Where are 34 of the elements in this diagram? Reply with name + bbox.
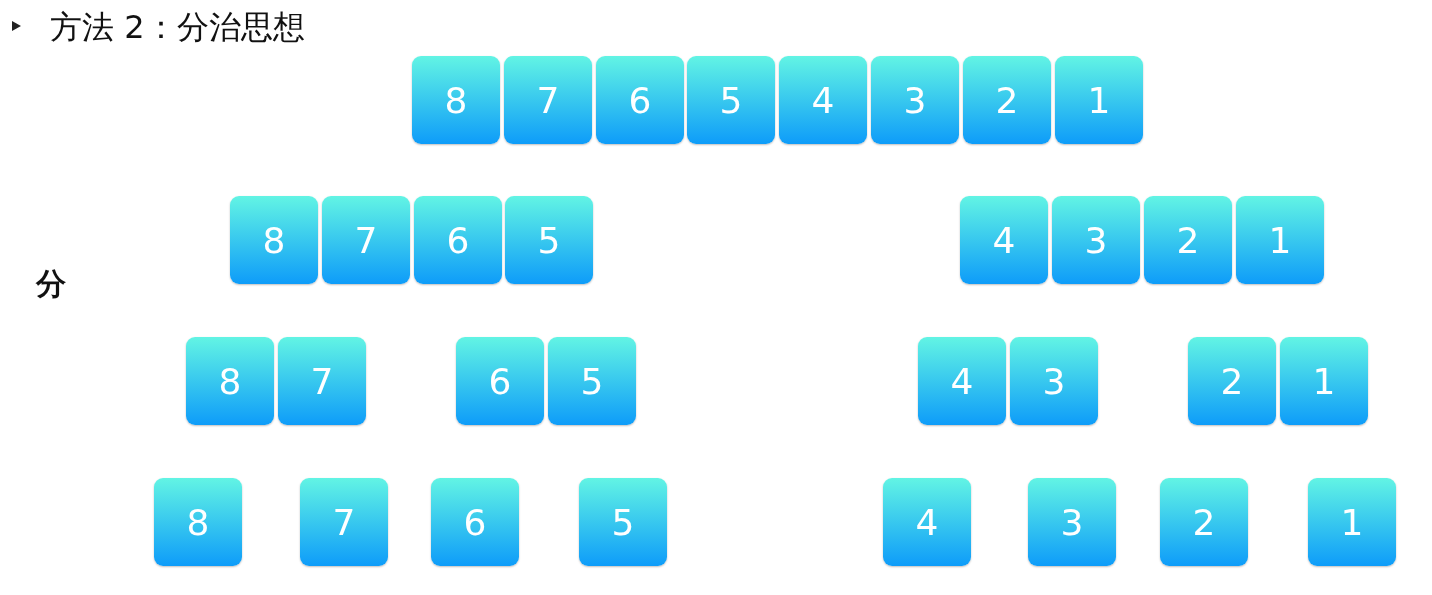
number-tile: 2 (1144, 196, 1232, 284)
number-tile: 4 (960, 196, 1048, 284)
number-tile: 7 (300, 478, 388, 566)
number-tile: 6 (456, 337, 544, 425)
number-tile: 5 (579, 478, 667, 566)
number-tile: 2 (1188, 337, 1276, 425)
title: 方法 2：分治思想 (50, 7, 305, 48)
number-tile: 6 (414, 196, 502, 284)
number-tile: 5 (687, 56, 775, 144)
number-tile: 8 (412, 56, 500, 144)
number-tile: 1 (1055, 56, 1143, 144)
number-tile: 8 (186, 337, 274, 425)
number-tile: 4 (883, 478, 971, 566)
number-tile: 7 (278, 337, 366, 425)
number-tile: 1 (1236, 196, 1324, 284)
side-label: 分 (36, 265, 66, 303)
number-tile: 3 (1010, 337, 1098, 425)
number-tile: 5 (548, 337, 636, 425)
number-tile: 7 (504, 56, 592, 144)
number-tile: 2 (963, 56, 1051, 144)
number-tile: 8 (154, 478, 242, 566)
number-tile: 5 (505, 196, 593, 284)
number-tile: 7 (322, 196, 410, 284)
number-tile: 6 (431, 478, 519, 566)
number-tile: 1 (1308, 478, 1396, 566)
number-tile: 3 (1052, 196, 1140, 284)
number-tile: 4 (918, 337, 1006, 425)
number-tile: 8 (230, 196, 318, 284)
number-tile: 3 (1028, 478, 1116, 566)
number-tile: 2 (1160, 478, 1248, 566)
number-tile: 4 (779, 56, 867, 144)
number-tile: 6 (596, 56, 684, 144)
number-tile: 3 (871, 56, 959, 144)
number-tile: 1 (1280, 337, 1368, 425)
